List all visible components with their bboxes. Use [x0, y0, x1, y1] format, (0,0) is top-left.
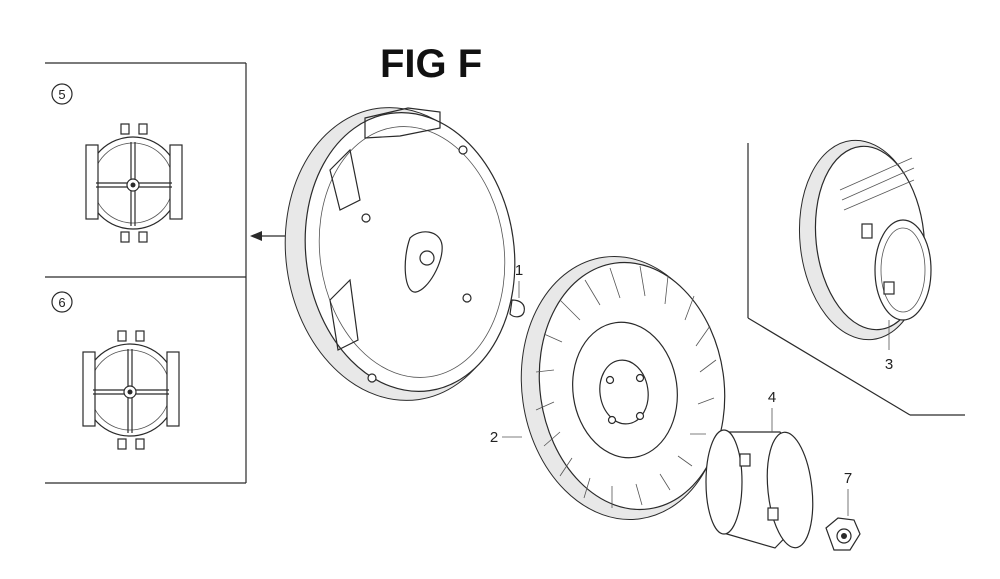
callout-1: 1: [515, 262, 523, 298]
flywheel-variant-5-drawing: [85, 123, 183, 243]
inset-callout-6: 6: [51, 291, 73, 313]
flange-nut-drawing: [825, 517, 861, 551]
svg-text:2: 2: [490, 429, 498, 446]
svg-text:3: 3: [885, 356, 893, 373]
svg-text:7: 7: [844, 470, 852, 487]
inset-panel: [45, 62, 247, 484]
figure-title: FIG F: [380, 42, 482, 86]
callout-4: 4: [768, 389, 776, 432]
starter-cup-drawing: [705, 429, 814, 549]
callout-2: 2: [490, 429, 522, 446]
callout-7: 7: [844, 470, 852, 516]
woodruff-key-drawing: [509, 299, 525, 318]
callout-3: 3: [885, 320, 893, 373]
svg-text:5: 5: [58, 87, 65, 102]
svg-text:6: 6: [58, 295, 65, 310]
flywheel-variant-6-drawing: [82, 330, 180, 450]
svg-text:1: 1: [515, 262, 523, 279]
cooling-fan-drawing: [520, 256, 726, 520]
starter-panel: [747, 143, 965, 416]
flywheel-drawing: [284, 107, 516, 401]
svg-text:4: 4: [768, 389, 776, 406]
starter-pulley-drawing: [798, 139, 932, 341]
inset-callout-5: 5: [51, 83, 73, 105]
